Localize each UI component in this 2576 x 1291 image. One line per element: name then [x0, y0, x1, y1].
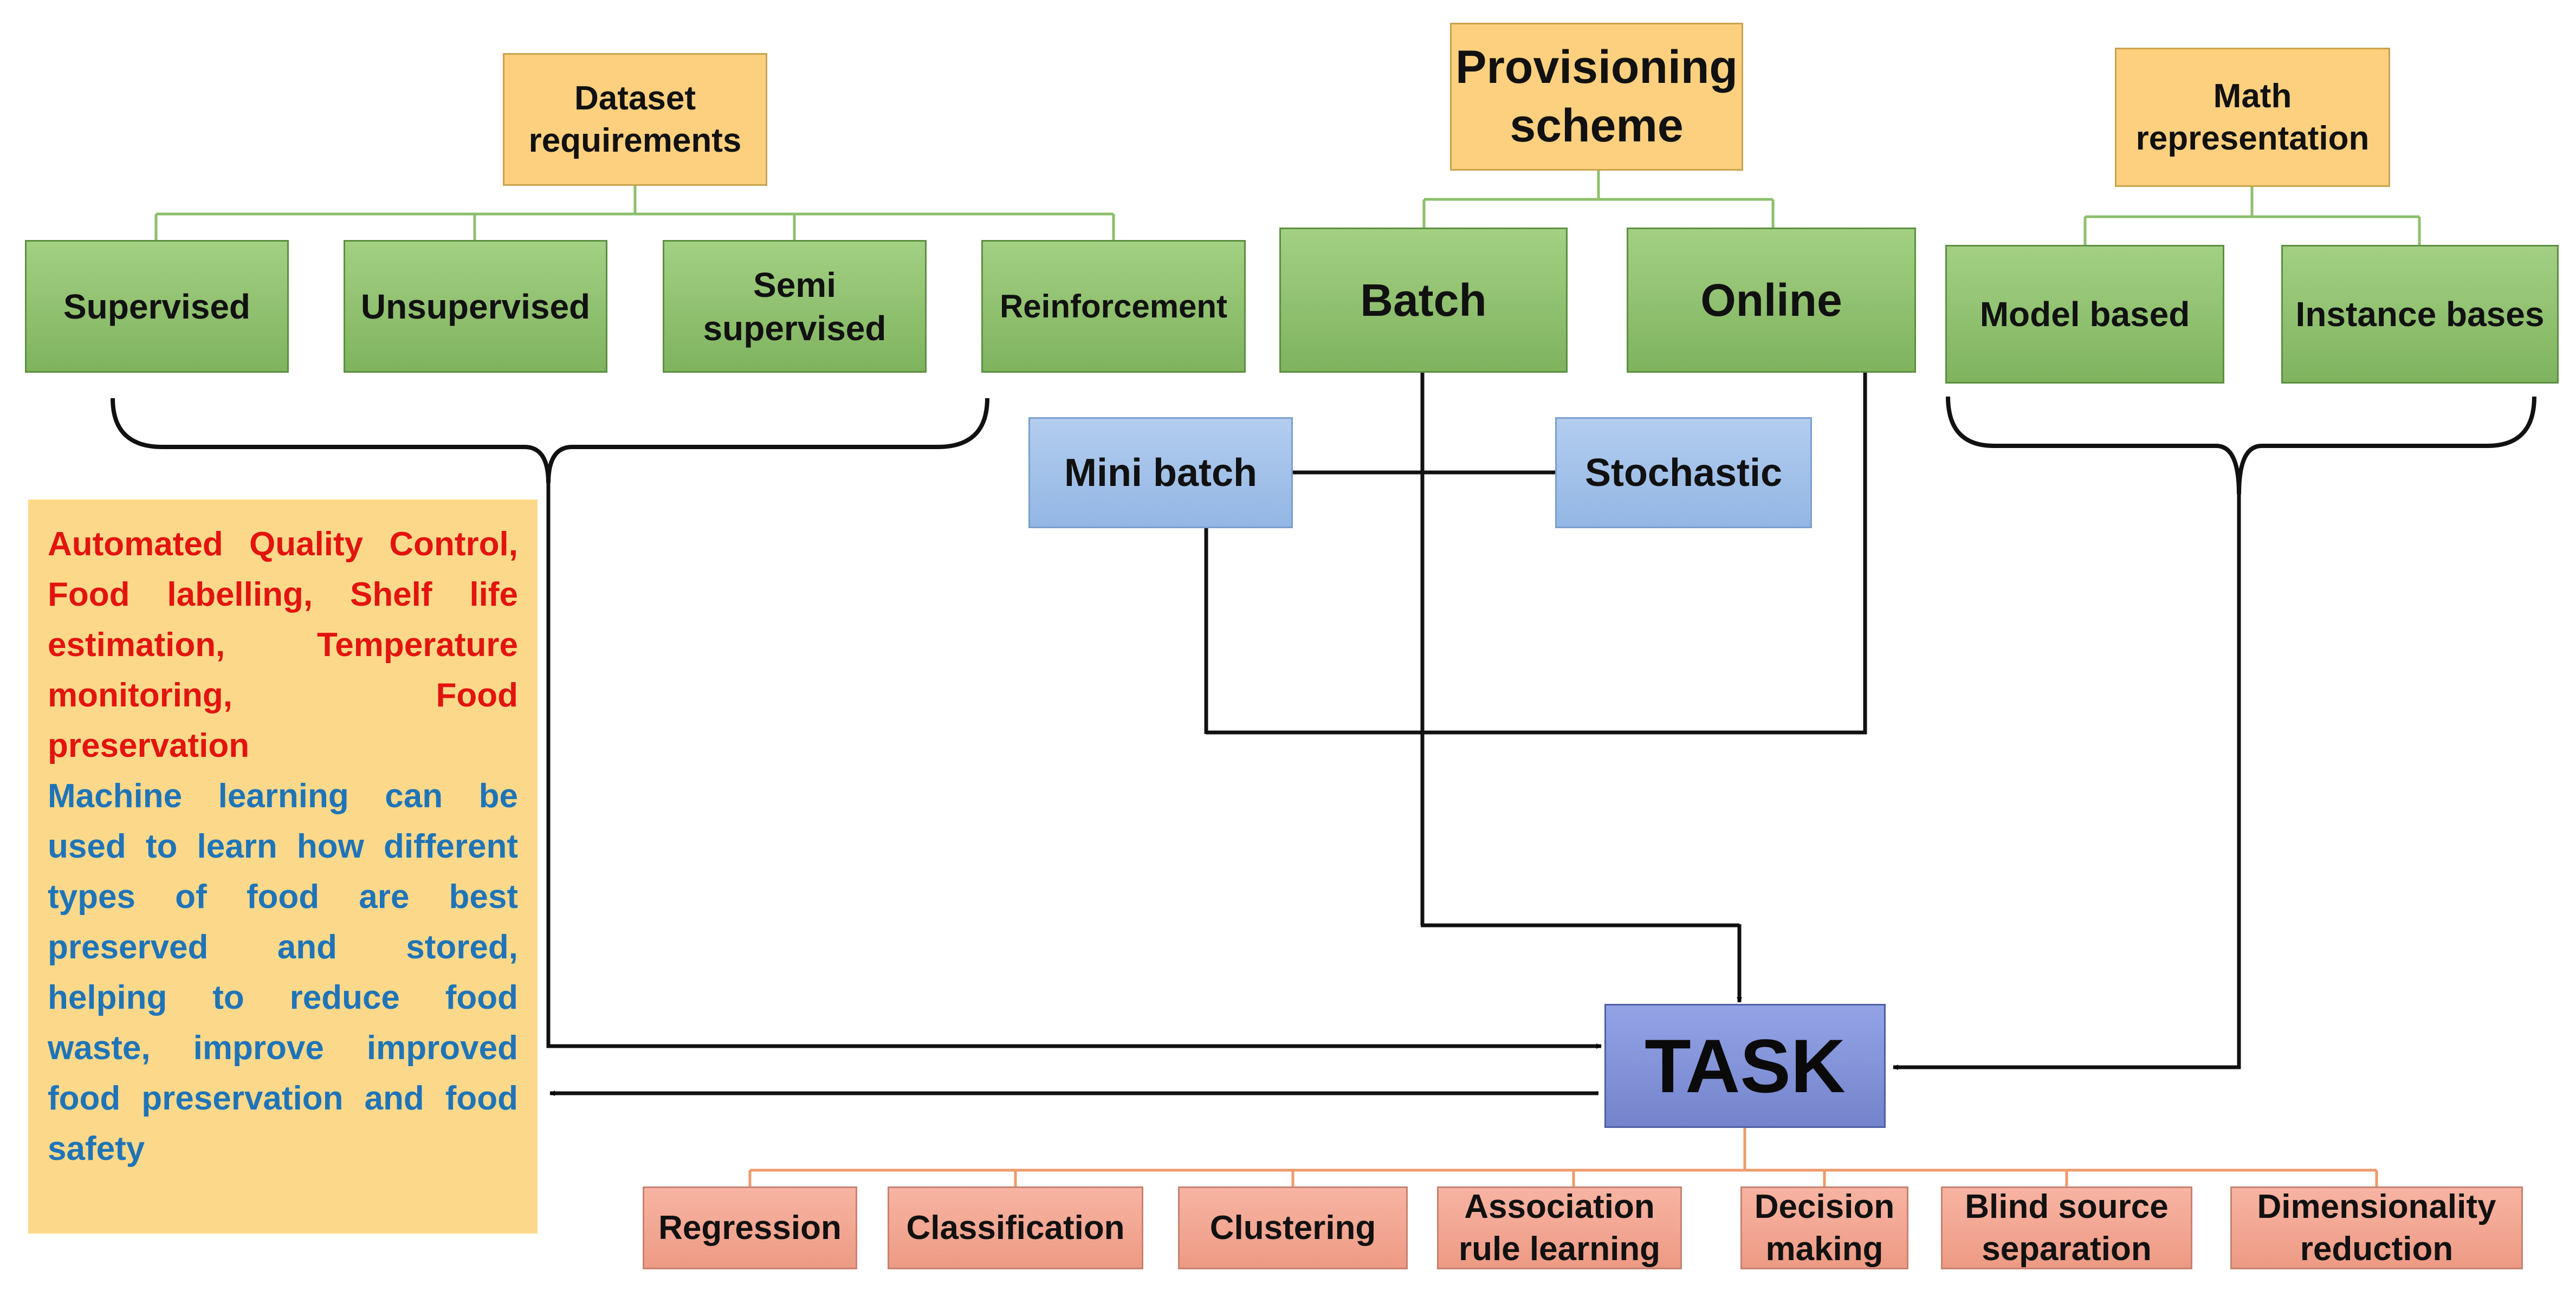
dataset-to-task-arrow — [546, 482, 1602, 1049]
instance-bases-label: Instance bases — [2295, 295, 2545, 334]
stochastic-label: Stochastic — [1584, 451, 1783, 495]
regression-label: Regression — [658, 1209, 842, 1247]
clustering-box: Clustering — [1178, 1186, 1408, 1269]
mini-batch-label: Mini batch — [1064, 451, 1257, 495]
provisioning-scheme-header: Provisioning scheme — [1450, 23, 1743, 171]
dimensionality-reduction-label: Dimensionality reduction — [2257, 1188, 2496, 1268]
decision-making-box: Decision making — [1740, 1186, 1908, 1269]
association-rule-learning-label: Association rule learning — [1458, 1188, 1661, 1268]
reinforcement-label: Reinforcement — [999, 288, 1228, 325]
unsupervised-box: Unsupervised — [344, 240, 607, 373]
supervised-box: Supervised — [25, 240, 289, 373]
applications-text: Automated Quality Control, Food labellin… — [48, 526, 518, 764]
task-tree-connectors — [748, 1128, 2378, 1186]
reinforcement-box: Reinforcement — [981, 240, 1246, 373]
batch-to-task-arrow — [1420, 373, 1742, 1003]
dataset-requirements-label: Dataset requirements — [528, 80, 742, 159]
info-text-box: Automated Quality Control, Food labellin… — [28, 499, 538, 1234]
dataset-requirements-header: Dataset requirements — [503, 53, 767, 186]
regression-box: Regression — [643, 1186, 857, 1269]
description-text: Machine learning can be used to learn ho… — [48, 777, 518, 1167]
batch-box: Batch — [1279, 228, 1568, 373]
math-brace — [1946, 396, 2536, 495]
supervised-label: Supervised — [63, 287, 251, 326]
math-representation-header: Math representation — [2115, 48, 2390, 187]
semi-supervised-box: Semi supervised — [663, 240, 927, 373]
math-representation-label: Math representation — [2135, 77, 2370, 157]
mini-batch-box: Mini batch — [1028, 417, 1293, 528]
dimensionality-reduction-box: Dimensionality reduction — [2230, 1186, 2523, 1269]
model-based-label: Model based — [1979, 295, 2190, 334]
math-tree-connectors — [2083, 187, 2421, 245]
dataset-tree-connectors — [154, 186, 1115, 240]
provisioning-tree-connectors — [1422, 171, 1775, 228]
online-label: Online — [1700, 274, 1842, 326]
blind-source-separation-box: Blind source separation — [1941, 1186, 2192, 1269]
clustering-label: Clustering — [1209, 1209, 1376, 1247]
mini-online-loop — [1204, 373, 1867, 735]
model-based-box: Model based — [1945, 245, 2224, 384]
task-label: TASK — [1645, 1023, 1846, 1108]
online-box: Online — [1627, 228, 1916, 373]
semi-supervised-label: Semi supervised — [703, 265, 886, 348]
instance-bases-box: Instance bases — [2281, 245, 2559, 384]
association-rule-learning-box: Association rule learning — [1437, 1186, 1682, 1269]
math-to-task-arrow — [1893, 493, 2241, 1070]
blind-source-separation-label: Blind source separation — [1965, 1188, 2169, 1268]
provisioning-scheme-label: Provisioning scheme — [1455, 41, 1738, 152]
unsupervised-label: Unsupervised — [360, 287, 591, 326]
decision-making-label: Decision making — [1754, 1188, 1895, 1268]
stochastic-box: Stochastic — [1555, 417, 1812, 528]
classification-label: Classification — [906, 1209, 1125, 1247]
task-box: TASK — [1604, 1004, 1886, 1128]
classification-box: Classification — [888, 1186, 1143, 1269]
dataset-brace — [111, 398, 989, 484]
batch-label: Batch — [1360, 274, 1487, 326]
